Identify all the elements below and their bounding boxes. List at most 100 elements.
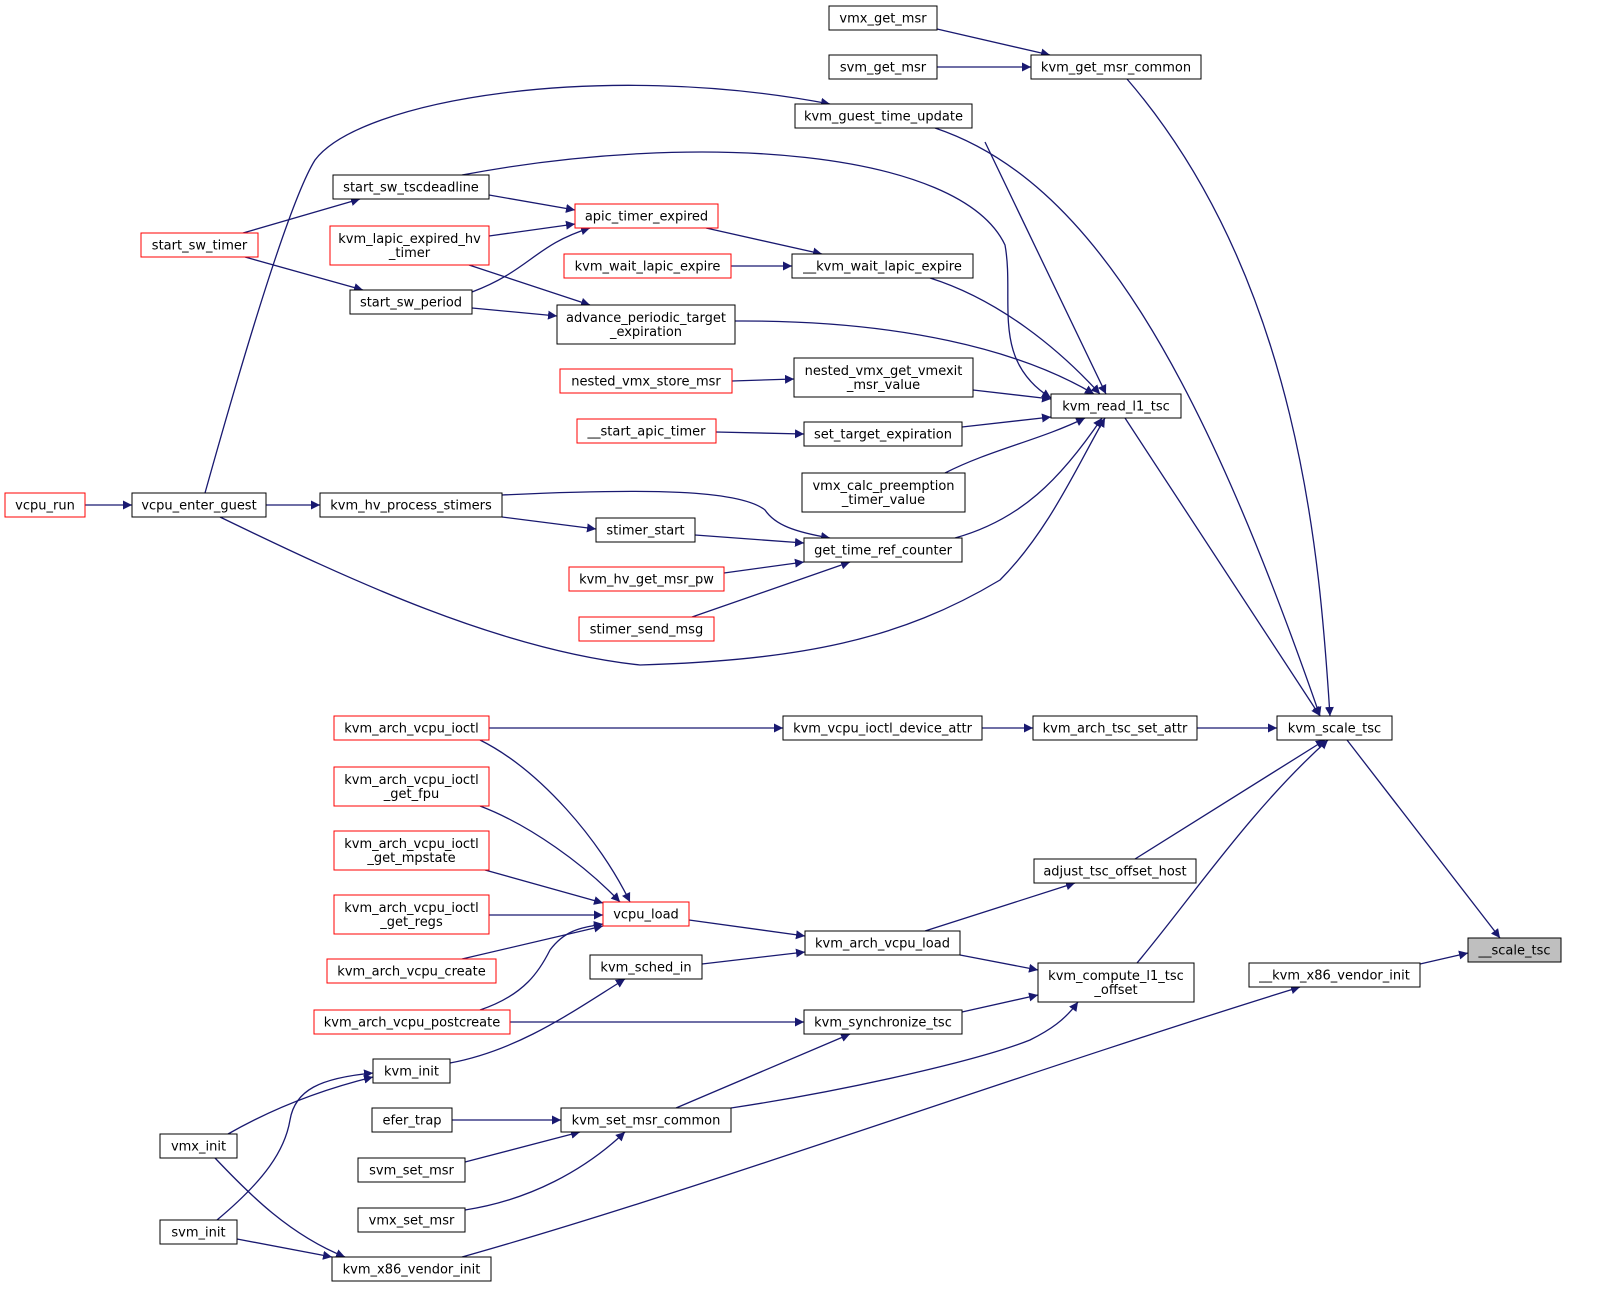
node-kvm-hv-get-msr-pw[interactable]: kvm_hv_get_msr_pw <box>568 566 725 592</box>
node-start-sw-timer[interactable]: start_sw_timer <box>140 232 259 258</box>
node-vcpu-run[interactable]: vcpu_run <box>4 492 86 518</box>
node-label: stimer_start <box>606 524 684 539</box>
node-label: advance_periodic_target <box>566 311 726 326</box>
edge-start-sw-period-to-apic-timer-expired <box>471 226 591 293</box>
node-label: __start_apic_timer <box>587 425 707 440</box>
node-kvm-init[interactable]: kvm_init <box>372 1058 451 1084</box>
node-set-target-expiration[interactable]: set_target_expiration <box>803 421 963 447</box>
node-kvm-arch-vcpu-ioctl[interactable]: kvm_arch_vcpu_ioctl <box>333 715 490 741</box>
node-label: kvm_vcpu_ioctl_device_attr <box>793 722 973 737</box>
node-box <box>319 492 503 518</box>
node-box <box>372 1058 451 1084</box>
node-scale-tsc: __scale_tsc <box>1467 937 1562 963</box>
edge-kvm-lapic-expired-hv-timer-to-advance-periodic-target-expiration <box>468 264 591 307</box>
edge-line <box>479 921 604 1011</box>
node-box <box>563 253 732 279</box>
edge-nested-vmx-get-vmexit-msr-value-to-kvm-read-l1-tsc <box>972 389 1052 403</box>
node-label: kvm_arch_vcpu_ioctl <box>344 773 479 788</box>
node-kvm-arch-vcpu-create[interactable]: kvm_arch_vcpu_create <box>326 958 497 984</box>
node-apic-timer-expired[interactable]: apic_timer_expired <box>574 203 719 229</box>
edge-kvm-set-msr-common-to-kvm-compute-l1-tsc-offset <box>730 1001 1079 1109</box>
node-box <box>559 368 733 394</box>
node-box <box>574 203 719 229</box>
node-kvm-read-l1-tsc[interactable]: kvm_read_l1_tsc <box>1050 393 1182 419</box>
edge-line <box>468 264 591 307</box>
edge-set-target-expiration-to-kvm-read-l1-tsc <box>961 413 1052 428</box>
node-svm-get-msr[interactable]: svm_get_msr <box>828 54 938 80</box>
node-box <box>782 715 983 741</box>
node-kvm-get-msr-common[interactable]: kvm_get_msr_common <box>1030 54 1202 80</box>
node-box <box>131 492 267 518</box>
node-nested-vmx-get-vmexit-msr-value[interactable]: nested_vmx_get_vmexit_msr_value <box>793 357 974 398</box>
node-adjust-tsc-offset-host[interactable]: adjust_tsc_offset_host <box>1033 858 1197 884</box>
node-kvm-vcpu-ioctl-device-attr[interactable]: kvm_vcpu_ioctl_device_attr <box>782 715 983 741</box>
edge-line <box>929 277 1101 395</box>
edge-kvm-arch-vcpu-load-to-adjust-tsc-offset-host <box>924 881 1076 932</box>
node-kvm-compute-l1-tsc-offset[interactable]: kvm_compute_l1_tsc_offset <box>1037 962 1195 1003</box>
edge-kvm-arch-vcpu-ioctl-to-vcpu-load <box>479 739 631 903</box>
node-kvm-wait-lapic-expire[interactable]: kvm_wait_lapic_expire <box>563 253 732 279</box>
node-kvm-arch-vcpu-load[interactable]: kvm_arch_vcpu_load <box>804 930 961 956</box>
edge-kvm-sched-in-to-kvm-arch-vcpu-load <box>701 948 806 965</box>
node-nested-vmx-store-msr[interactable]: nested_vmx_store_msr <box>559 368 733 394</box>
node-box <box>560 1107 732 1133</box>
node-start-sw-period[interactable]: start_sw_period <box>349 289 473 315</box>
edge-line <box>688 919 806 940</box>
node-kvm-arch-tsc-set-attr[interactable]: kvm_arch_tsc_set_attr <box>1032 715 1198 741</box>
edge-line <box>214 1157 346 1258</box>
node-stimer-start[interactable]: stimer_start <box>595 517 696 543</box>
node-kvm-x86-vendor-init[interactable]: __kvm_x86_vendor_init <box>1248 962 1421 988</box>
edge-line <box>479 805 621 903</box>
node-kvm-x86-vendor-init[interactable]: kvm_x86_vendor_init <box>331 1256 492 1282</box>
node-vmx-init[interactable]: vmx_init <box>159 1133 238 1159</box>
node-vmx-calc-preemption-timer-value[interactable]: vmx_calc_preemption_timer_value <box>801 472 966 513</box>
node-box <box>568 566 725 592</box>
node-label: kvm_arch_vcpu_load <box>815 937 950 952</box>
node-kvm-lapic-expired-hv-timer[interactable]: kvm_lapic_expired_hv_timer <box>329 225 490 266</box>
node-kvm-arch-vcpu-ioctl-get-regs[interactable]: kvm_arch_vcpu_ioctl_get_regs <box>333 894 490 935</box>
edge-line <box>715 429 805 439</box>
edge-stimer-start-to-get-time-ref-counter <box>694 534 805 547</box>
node-kvm-scale-tsc[interactable]: kvm_scale_tsc <box>1276 715 1393 741</box>
node-kvm-arch-vcpu-ioctl-get-fpu[interactable]: kvm_arch_vcpu_ioctl_get_fpu <box>333 766 490 807</box>
node-get-time-ref-counter[interactable]: get_time_ref_counter <box>803 537 963 563</box>
edge-kvm-synchronize-tsc-to-kvm-compute-l1-tsc-offset <box>961 992 1039 1013</box>
node-svm-set-msr[interactable]: svm_set_msr <box>357 1157 466 1183</box>
node-kvm-hv-process-stimers[interactable]: kvm_hv_process_stimers <box>319 492 503 518</box>
edge-start-sw-period-to-advance-periodic-target-expiration <box>471 307 558 320</box>
node-vmx-set-msr[interactable]: vmx_set_msr <box>357 1207 466 1233</box>
node-advance-periodic-target-expiration[interactable]: advance_periodic_target_expiration <box>556 304 736 345</box>
node-kvm-arch-vcpu-ioctl-get-mpstate[interactable]: kvm_arch_vcpu_ioctl_get_mpstate <box>333 830 490 871</box>
node-kvm-set-msr-common[interactable]: kvm_set_msr_common <box>560 1107 732 1133</box>
node-start-sw-tscdeadline[interactable]: start_sw_tscdeadline <box>332 174 490 200</box>
node-label: kvm_arch_vcpu_ioctl <box>344 901 479 916</box>
node-box <box>313 1009 511 1035</box>
node-box <box>1032 715 1198 741</box>
node-kvm-synchronize-tsc[interactable]: kvm_synchronize_tsc <box>803 1009 963 1035</box>
edge-line <box>449 978 626 1064</box>
node-box <box>357 1157 466 1183</box>
node-kvm-wait-lapic-expire[interactable]: __kvm_wait_lapic_expire <box>791 253 974 279</box>
node-vcpu-load[interactable]: vcpu_load <box>602 901 690 927</box>
edge-vmx-init-to-kvm-x86-vendor-init <box>214 1157 346 1258</box>
node-label: kvm_hv_process_stimers <box>330 499 492 514</box>
node-vmx-get-msr[interactable]: vmx_get_msr <box>828 5 938 31</box>
node-label: _get_regs <box>379 915 443 930</box>
node-efer-trap[interactable]: efer_trap <box>371 1107 453 1133</box>
node-stimer-send-msg[interactable]: stimer_send_msg <box>578 616 715 642</box>
edge-line <box>484 869 604 905</box>
node-kvm-sched-in[interactable]: kvm_sched_in <box>589 954 703 980</box>
node-kvm-arch-vcpu-postcreate[interactable]: kvm_arch_vcpu_postcreate <box>313 1009 511 1035</box>
node-svm-init[interactable]: svm_init <box>159 1219 238 1245</box>
edge-line <box>936 28 1051 58</box>
node-kvm-guest-time-update[interactable]: kvm_guest_time_update <box>794 103 973 129</box>
edge-kvm-arch-vcpu-ioctl-get-fpu-to-vcpu-load <box>479 805 621 903</box>
node-box <box>801 472 966 513</box>
node-vcpu-enter-guest[interactable]: vcpu_enter_guest <box>131 492 267 518</box>
edge-svm-init-to-kvm-init <box>216 1069 374 1221</box>
node-label: stimer_send_msg <box>590 623 703 638</box>
node-start-apic-timer[interactable]: __start_apic_timer <box>576 418 717 444</box>
node-box <box>329 225 490 266</box>
edge-line <box>461 985 1301 1258</box>
node-label: vmx_get_msr <box>839 12 927 27</box>
